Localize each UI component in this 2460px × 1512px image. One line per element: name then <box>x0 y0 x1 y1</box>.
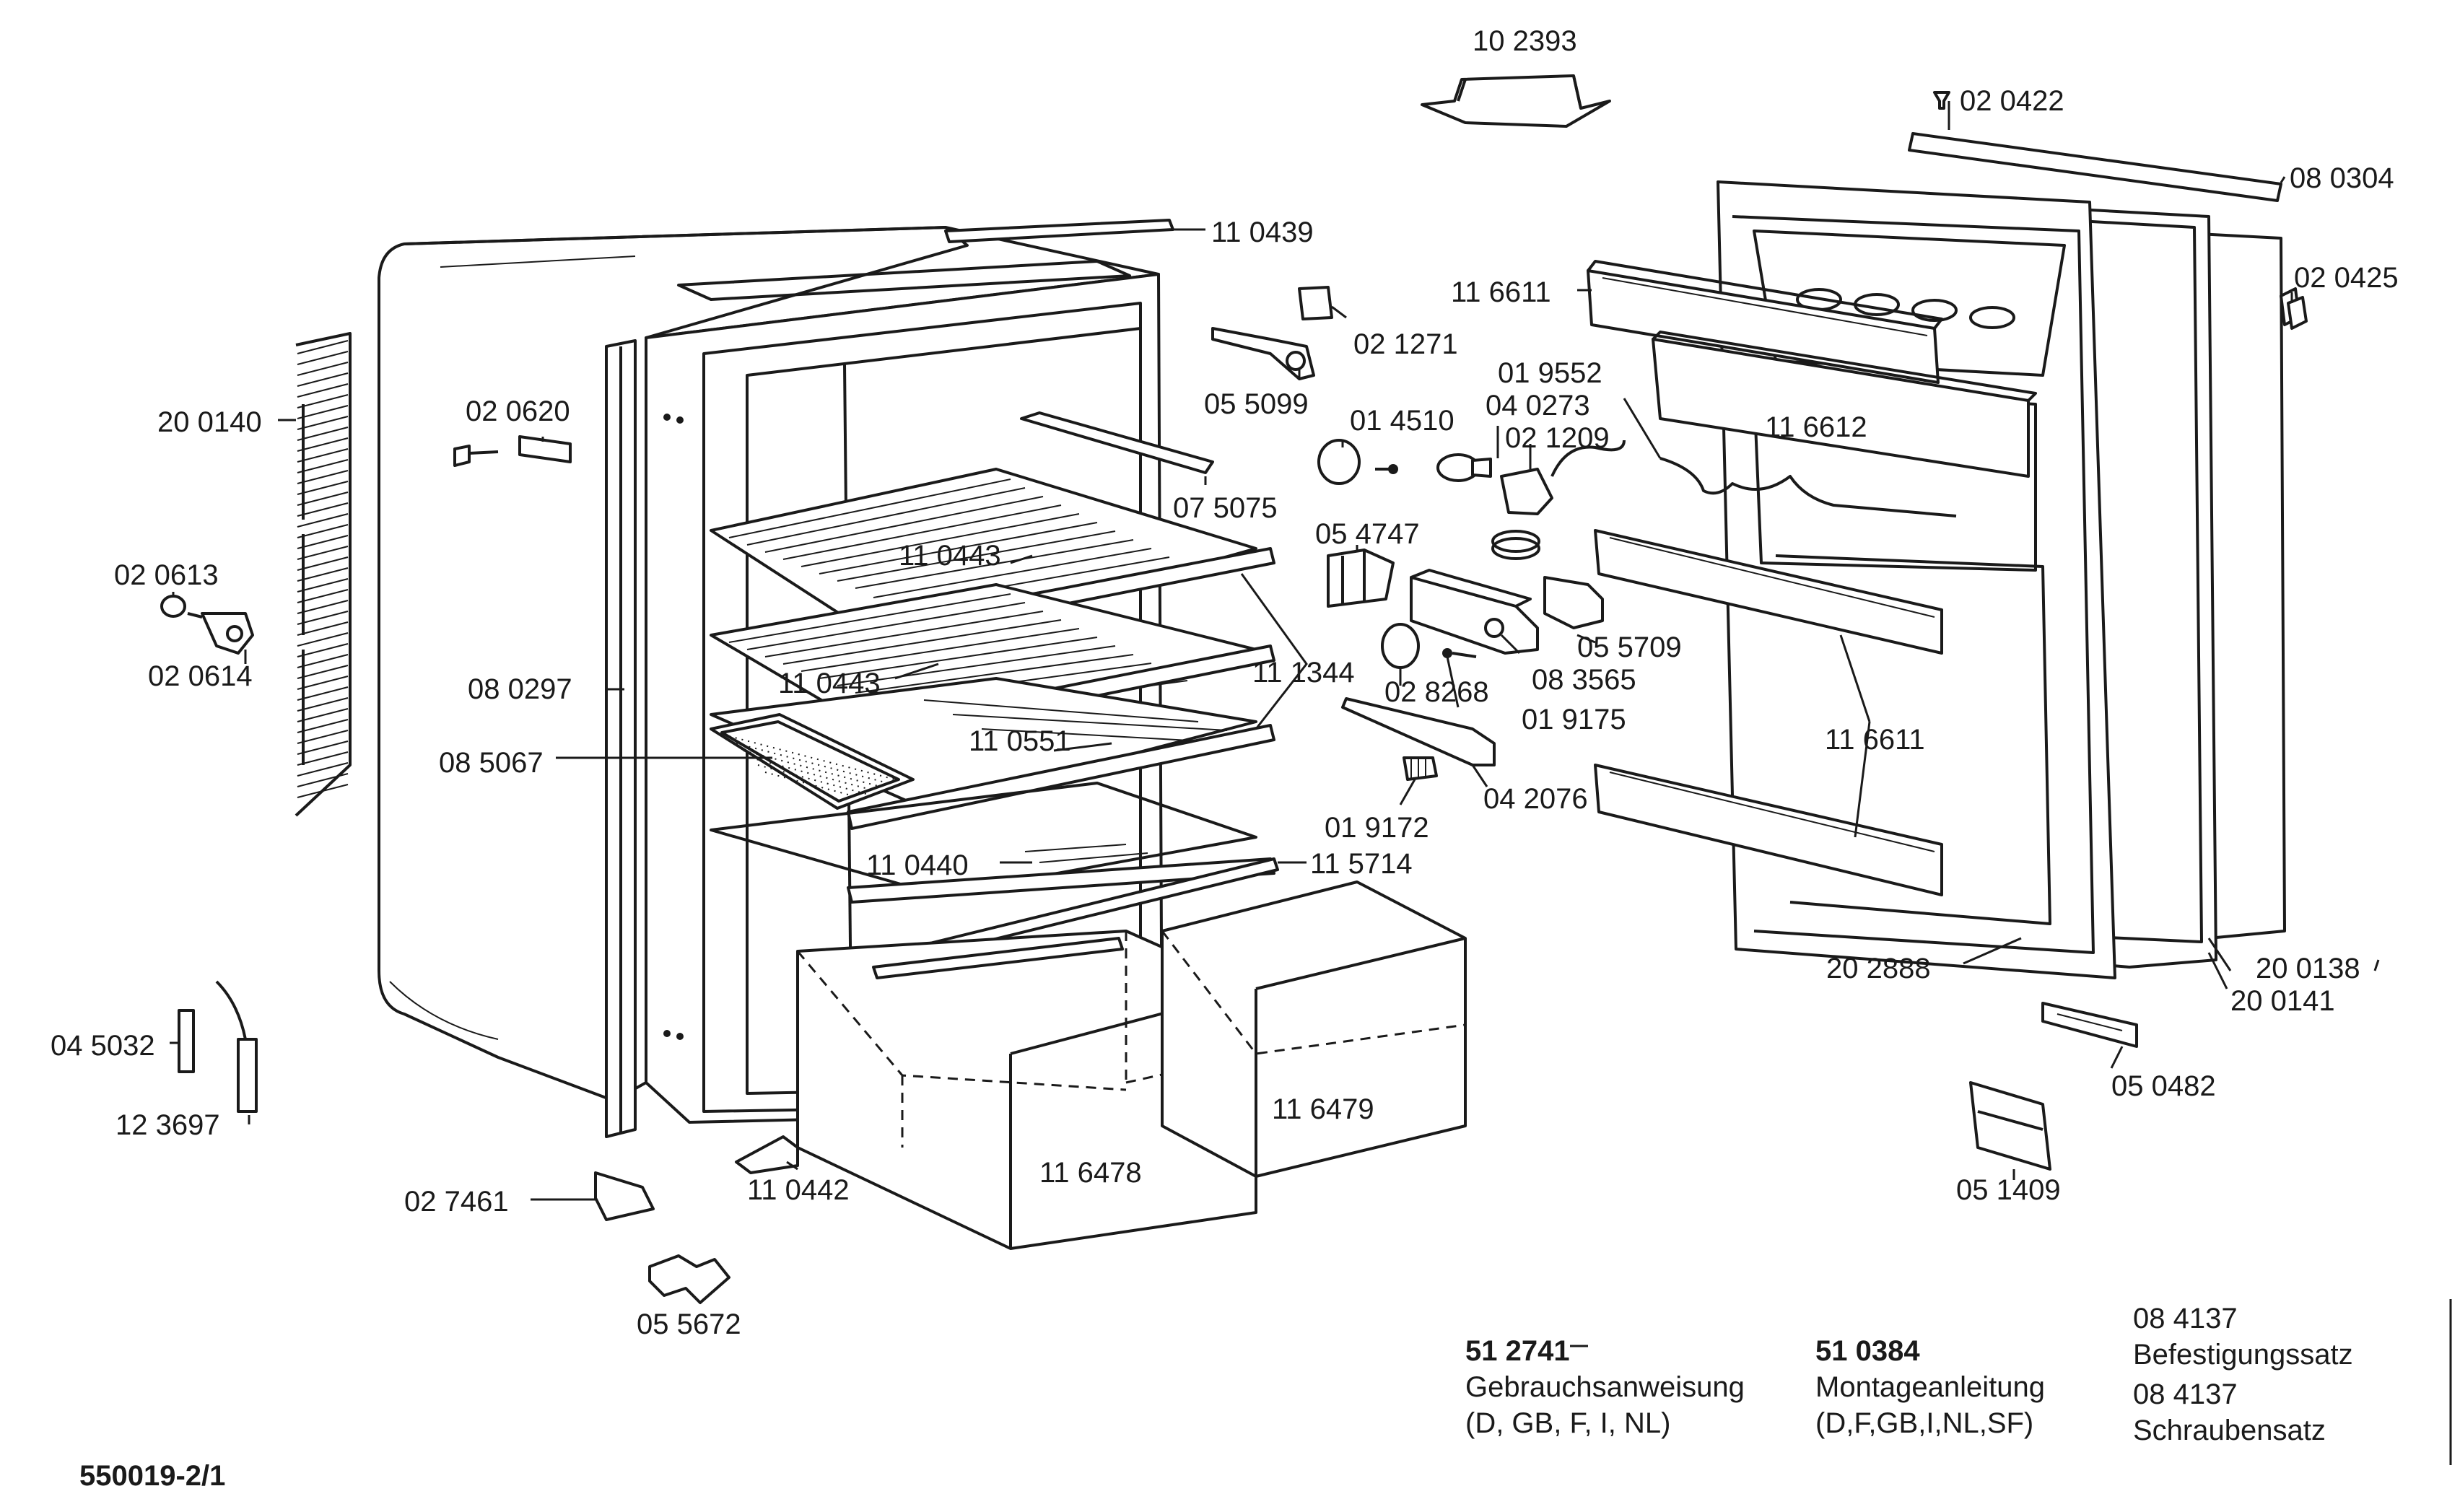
part-label-11-6611-mid: 11 6611 <box>1825 724 1925 756</box>
part-label-02-0614: 02 0614 <box>148 660 253 692</box>
part-label-08-5067: 08 5067 <box>439 747 544 779</box>
part-label-11-0442: 11 0442 <box>747 1174 850 1206</box>
part-label-02-0620: 02 0620 <box>466 396 570 427</box>
literature-code-51-0384: 51 0384 <box>1815 1335 1920 1367</box>
foot-11-0442 <box>735 1135 799 1174</box>
part-label-01-9175: 01 9175 <box>1522 704 1626 735</box>
part-label-01-9552: 01 9552 <box>1498 357 1602 389</box>
part-label-04-5032: 04 5032 <box>51 1030 155 1062</box>
part-label-11-5714: 11 5714 <box>1310 848 1413 880</box>
rail-07-5075 <box>1020 411 1214 474</box>
part-label-05-1409: 05 1409 <box>1956 1174 2061 1206</box>
literature-title-gebrauchsanweisung: Gebrauchsanweisung <box>1465 1371 1745 1403</box>
shelves <box>710 468 1279 969</box>
part-label-02-0422: 02 0422 <box>1960 85 2064 117</box>
part-label-11-0443-upper: 11 0443 <box>899 540 1001 572</box>
door-assembly <box>1587 132 2300 979</box>
part-label-05-5672: 05 5672 <box>637 1308 741 1340</box>
part-label-04-0273: 04 0273 <box>1486 390 1590 421</box>
part-label-02-7461: 02 7461 <box>404 1186 509 1218</box>
part-label-11-6479: 11 6479 <box>1272 1093 1374 1125</box>
part-label-02-1209: 02 1209 <box>1505 422 1610 454</box>
literature-code-51-2741: 51 2741 <box>1465 1335 1570 1367</box>
part-label-02-0613: 02 0613 <box>114 559 219 591</box>
part-label-11-0440: 11 0440 <box>866 849 969 881</box>
part-label-11-6611-top: 11 6611 <box>1451 276 1551 308</box>
literature-title-montageanleitung: Montageanleitung <box>1815 1371 2045 1403</box>
part-label-08-0304: 08 0304 <box>2290 162 2394 194</box>
part-label-20-0138: 20 0138 <box>2256 953 2360 984</box>
part-label-11-0439: 11 0439 <box>1211 217 1314 248</box>
part-label-05-5709: 05 5709 <box>1577 632 1682 663</box>
kit-code-befestigungssatz: 08 4137 <box>2133 1303 2238 1334</box>
part-label-11-0443-lower: 11 0443 <box>778 668 881 699</box>
part-label-20-0140: 20 0140 <box>157 406 262 438</box>
part-label-20-0141: 20 0141 <box>2230 985 2335 1017</box>
part-label-01-4510: 01 4510 <box>1350 405 1454 437</box>
condenser-grille <box>295 332 352 817</box>
part-label-02-0425: 02 0425 <box>2294 262 2399 294</box>
part-label-11-6478: 11 6478 <box>1039 1157 1142 1189</box>
literature-languages-1: (D, GB, F, I, NL) <box>1465 1407 1670 1439</box>
part-label-02-1271: 02 1271 <box>1353 328 1458 360</box>
literature-languages-2: (D,F,GB,I,NL,SF) <box>1815 1407 2033 1439</box>
part-label-05-0482: 05 0482 <box>2111 1070 2216 1102</box>
part-label-04-2076: 04 2076 <box>1483 783 1588 815</box>
part-label-01-9172: 01 9172 <box>1325 812 1429 844</box>
part-label-11-1344: 11 1344 <box>1252 657 1355 689</box>
drawing-number: 550019-2/1 <box>79 1460 225 1492</box>
part-label-05-4747: 05 4747 <box>1315 518 1420 550</box>
literature-block: 51 2741 Gebrauchsanweisung (D, GB, F, I,… <box>1465 1299 2452 1465</box>
kit-title-befestigungssatz: Befestigungssatz <box>2133 1339 2353 1371</box>
cabinet-drawing <box>295 219 1467 1250</box>
part-label-10-2393: 10 2393 <box>1473 25 1577 57</box>
tray-08-5067 <box>710 713 915 810</box>
part-label-11-0551: 11 0551 <box>969 725 1071 757</box>
part-label-02-8268: 02 8268 <box>1384 676 1489 708</box>
part-label-20-2888: 20 2888 <box>1826 953 1931 984</box>
leader-lines <box>170 101 2380 1347</box>
part-label-12-3697: 12 3697 <box>115 1109 220 1141</box>
kit-code-schraubensatz: 08 4137 <box>2133 1378 2238 1410</box>
part-label-11-6612: 11 6612 <box>1765 411 1867 443</box>
small-parts <box>160 74 2308 1304</box>
drawers <box>796 880 1467 1250</box>
part-label-08-3565: 08 3565 <box>1532 664 1636 696</box>
part-label-07-5075: 07 5075 <box>1173 492 1278 524</box>
part-label-08-0297: 08 0297 <box>468 673 572 705</box>
kit-title-schraubensatz: Schraubensatz <box>2133 1415 2326 1446</box>
rail-11-0439 <box>944 219 1174 243</box>
part-label-05-5099: 05 5099 <box>1204 388 1309 420</box>
part-labels: 10 2393 02 0422 08 0304 11 0439 02 0425 … <box>51 25 2399 1340</box>
